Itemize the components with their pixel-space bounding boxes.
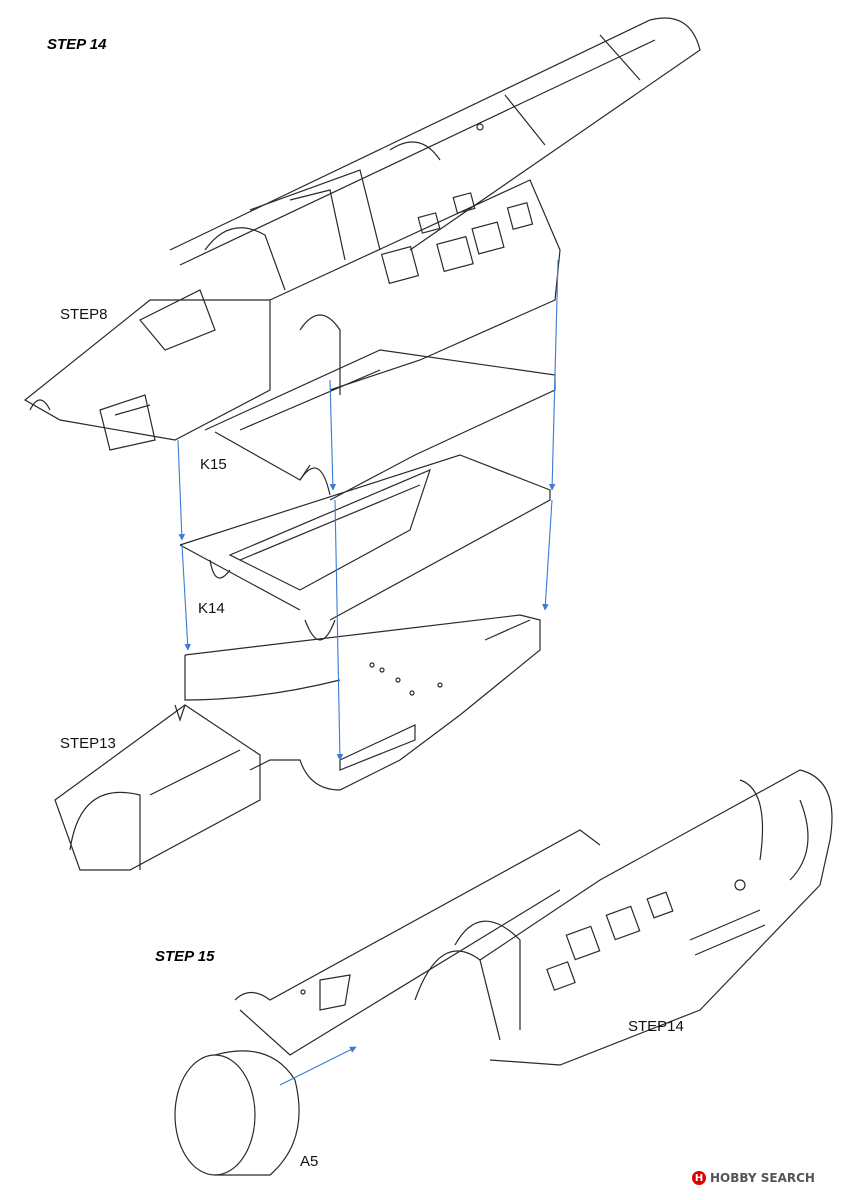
hobby-search-watermark: H HOBBY SEARCH bbox=[692, 1171, 815, 1185]
step14-title: STEP 14 bbox=[47, 36, 107, 53]
a5-label: A5 bbox=[300, 1153, 319, 1170]
a5-part bbox=[174, 1050, 300, 1176]
k15-label: K15 bbox=[200, 456, 227, 473]
k14-part bbox=[179, 454, 551, 641]
assembly-arrows bbox=[177, 259, 559, 1086]
step14-assembly-label: STEP14 bbox=[628, 1018, 684, 1035]
step15-title: STEP 15 bbox=[155, 948, 215, 965]
step8-fuselage-part bbox=[23, 17, 701, 451]
k15-part bbox=[204, 349, 556, 501]
watermark-text: HOBBY SEARCH bbox=[710, 1171, 815, 1185]
step13-label: STEP13 bbox=[60, 735, 116, 752]
k14-label: K14 bbox=[198, 600, 225, 617]
step13-fuselage-part bbox=[54, 614, 541, 871]
step8-label: STEP8 bbox=[60, 306, 108, 323]
step15-fuselage-assembly bbox=[234, 769, 833, 1066]
hobby-search-logo-icon: H bbox=[692, 1171, 706, 1185]
